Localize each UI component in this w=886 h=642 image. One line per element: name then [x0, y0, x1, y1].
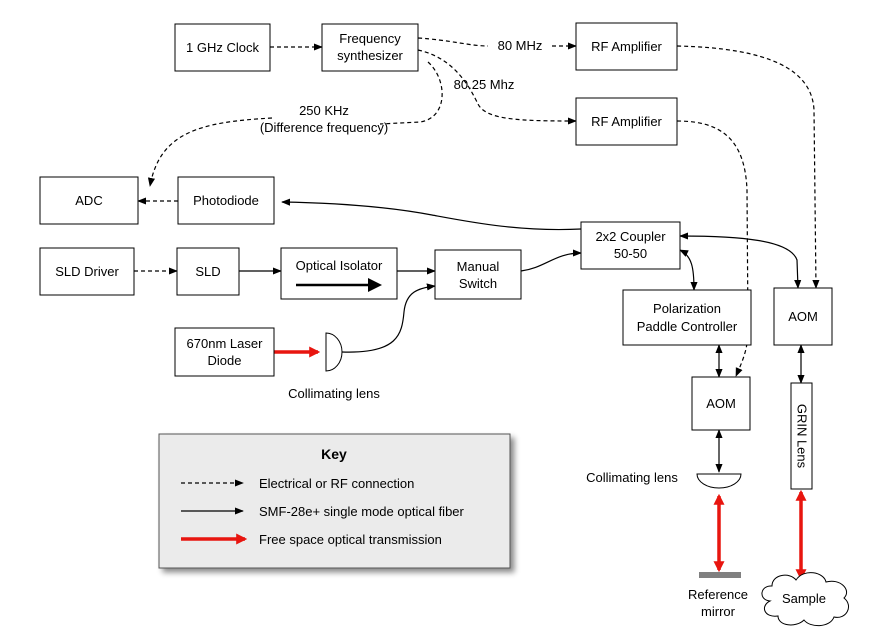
legend-item-electrical: Electrical or RF connection: [259, 476, 414, 491]
block-coupler: 2x2 Coupler 50-50: [580, 221, 681, 270]
photodiode-label: Photodiode: [193, 193, 259, 208]
legend-title: Key: [321, 446, 347, 462]
rf-amp-2-label: RF Amplifier: [591, 114, 662, 129]
laser-label-line2: Diode: [208, 353, 242, 368]
isolator-arrowhead-icon: [368, 278, 382, 292]
sample-label: Sample: [782, 591, 826, 606]
legend-item-free-space: Free space optical transmission: [259, 532, 442, 547]
laser-collimating-lens-icon: [325, 332, 343, 372]
isolator-label: Optical Isolator: [296, 258, 383, 273]
sample-cloud-icon: [761, 572, 849, 627]
connections: [134, 38, 820, 581]
aom-ref-label: AOM: [706, 396, 736, 411]
block-optical-isolator: Optical Isolator: [280, 247, 398, 300]
coupler-to-paddle-fiber: [679, 249, 698, 291]
block-grin-lens: GRIN Lens: [790, 382, 813, 490]
legend-key: Key Electrical or RF connection SMF-28e+…: [158, 433, 511, 569]
synth-to-rf1-link: [417, 38, 576, 46]
rf-amp-1-label: RF Amplifier: [591, 39, 662, 54]
reference-collimating-lens-icon: [696, 473, 742, 489]
synth-label-line1: Frequency: [339, 31, 401, 46]
diff-freq-label-line2: (Difference frequency): [260, 120, 388, 135]
legend-box: [158, 433, 511, 569]
block-sld-driver: SLD Driver: [39, 247, 135, 296]
legend-item-fiber: SMF-28e+ single mode optical fiber: [259, 504, 465, 519]
lens-to-switch-fiber: [341, 283, 436, 353]
coupler-label-line1: 2x2 Coupler: [595, 229, 666, 244]
block-rf-amplifier-1: RF Amplifier: [575, 22, 678, 71]
block-manual-switch: Manual Switch: [434, 249, 522, 300]
block-rf-amplifier-2: RF Amplifier: [575, 97, 678, 146]
reference-mirror-label-line1: Reference: [688, 587, 748, 602]
block-clock: 1 GHz Clock: [174, 23, 271, 72]
reference-mirror-icon: [699, 572, 741, 578]
block-adc: ADC: [39, 176, 139, 225]
freq-80-label: 80 MHz: [498, 38, 543, 53]
rf2-to-aom-ref-link: [676, 120, 749, 377]
block-photodiode: Photodiode: [177, 176, 275, 225]
coupler-to-photodiode-fiber: [281, 198, 582, 231]
block-laser-diode: 670nm Laser Diode: [174, 327, 275, 377]
block-sld: SLD: [176, 247, 240, 296]
sld-driver-label: SLD Driver: [55, 264, 119, 279]
block-synthesizer: Frequency synthesizer: [321, 23, 419, 72]
synth-to-adc-link: [150, 61, 443, 186]
coupler-label-line2: 50-50: [614, 246, 647, 261]
rf1-to-aom-sample-link: [676, 45, 820, 289]
grin-label: GRIN Lens: [795, 404, 810, 469]
sld-label: SLD: [195, 264, 220, 279]
clock-label: 1 GHz Clock: [186, 40, 259, 55]
synth-to-rf2-link: [417, 49, 577, 125]
aom-sample-label: AOM: [788, 309, 818, 324]
coupler-to-aom-sample-fiber: [679, 232, 802, 289]
synth-label-line2: synthesizer: [337, 48, 403, 63]
freq-8025-label: 80.25 Mhz: [454, 77, 515, 92]
switch-to-coupler-fiber: [520, 249, 582, 272]
laser-label-line1: 670nm Laser: [187, 336, 264, 351]
collimating-lens-label-1: Collimating lens: [288, 386, 380, 401]
reference-mirror-label-line2: mirror: [701, 604, 736, 619]
block-paddle-controller: Polarization Paddle Controller: [622, 289, 752, 346]
adc-label: ADC: [75, 193, 102, 208]
paddle-label-line2: Paddle Controller: [637, 319, 738, 334]
block-aom-sample: AOM: [773, 287, 833, 346]
paddle-label-line1: Polarization: [653, 301, 721, 316]
switch-label-line2: Switch: [459, 276, 497, 291]
block-aom-reference: AOM: [691, 376, 751, 431]
collimating-lens-label-2: Collimating lens: [586, 470, 678, 485]
diff-freq-label-line1: 250 KHz: [299, 103, 349, 118]
switch-label-line1: Manual: [457, 259, 500, 274]
